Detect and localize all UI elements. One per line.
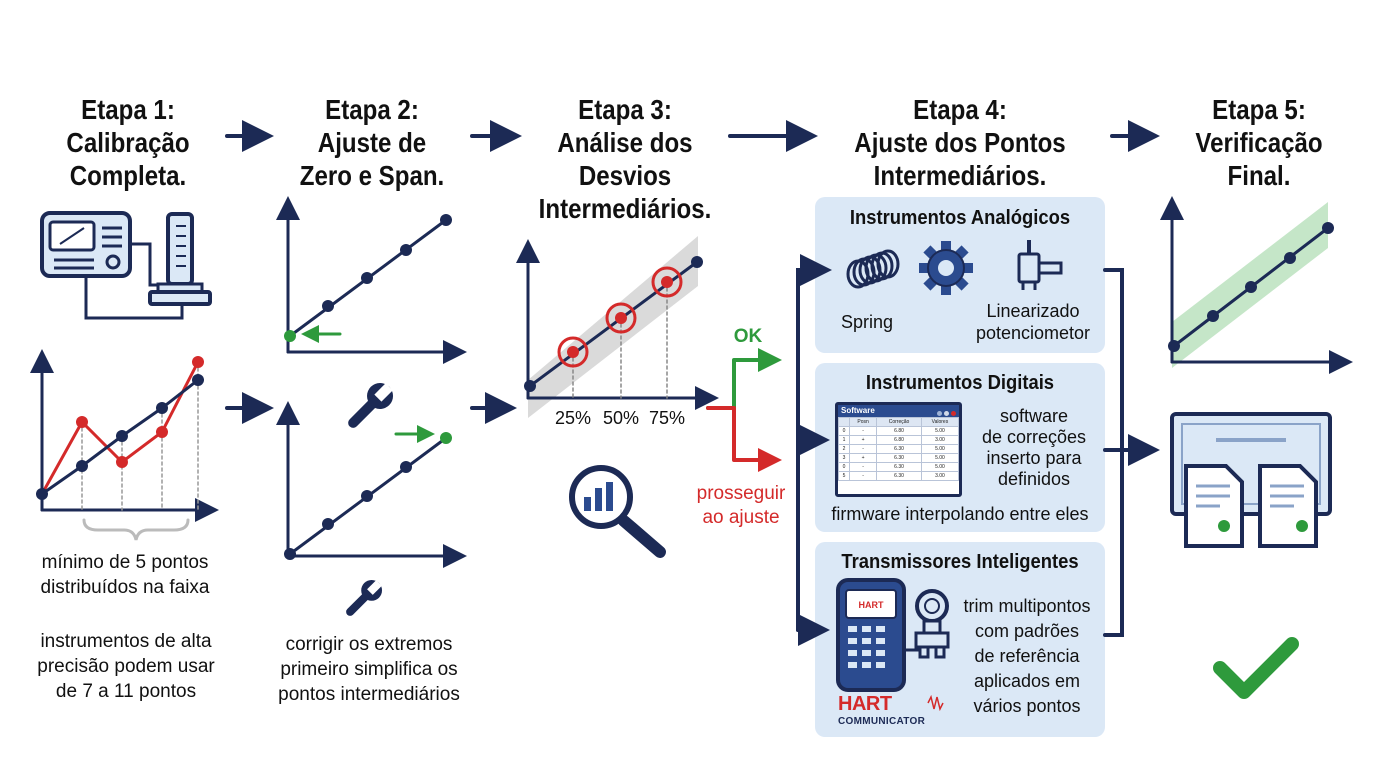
gear-icon: [919, 241, 973, 295]
ok-label: OK: [733, 326, 763, 347]
decision-branches: [706, 348, 782, 472]
stage-1-title: Etapa 1: Calibração Completa.: [66, 94, 190, 191]
certificate-icon: [1170, 412, 1332, 548]
brace: [82, 518, 190, 541]
stage-2-title: Etapa 2: Ajuste de Zero e Span.: [299, 94, 445, 191]
table-header: Posn: [848, 417, 878, 427]
stage-3-title: Etapa 3: Análise dos Desvios Intermediár…: [538, 94, 712, 224]
stage3-chart: [516, 236, 719, 418]
tolerance-band: [528, 236, 698, 418]
tick-label-50: 50%: [602, 408, 640, 428]
guide-lines: [81, 361, 199, 511]
stage-5-title: Etapa 5: Verificação Final.: [1195, 94, 1323, 191]
measured-line: [40, 360, 200, 496]
potentiometer-icon: [1017, 240, 1063, 290]
checkmark-icon: [1213, 637, 1299, 699]
digital-side-text: software de correções inserto para defin…: [981, 406, 1087, 489]
multimeter-icon: [40, 211, 132, 278]
proceed-label: prosseguir ao ajuste: [696, 483, 786, 528]
hart-communicator-icon: HART: [836, 578, 906, 692]
panel-smart-title: Transmissores Inteligentes: [841, 551, 1079, 573]
digital-bottom-text: firmware interpolando entre eles: [831, 504, 1089, 524]
software-window-title: Software: [841, 406, 875, 415]
hart-brand: HART: [838, 693, 892, 715]
pressure-calibrator-icon: [148, 212, 212, 306]
pressure-transmitter-icon: [914, 589, 950, 659]
ideal-points: [36, 374, 204, 500]
panel-connectors: [796, 254, 1160, 646]
stage-flow-arrows: [225, 120, 1160, 424]
stage-4-title: Etapa 4: Ajuste dos Pontos Intermediário…: [854, 94, 1066, 191]
stage1-chart: [30, 349, 219, 541]
svg-text:HART: HART: [859, 600, 884, 610]
potentiometer-label: Linearizado potenciometor: [975, 301, 1091, 343]
document-icon: [1258, 464, 1318, 548]
wrench-icon: [348, 382, 394, 428]
stage2-chart-top: [276, 196, 467, 364]
cable: [84, 276, 184, 320]
measured-points: [76, 356, 204, 468]
wrench-icon: [346, 579, 383, 616]
smart-side-text: trim multipontos com padrões de referênc…: [963, 596, 1091, 716]
table-header: Correção: [876, 417, 922, 427]
tick-label-75: 75%: [648, 408, 686, 428]
spring-icon: [846, 249, 900, 289]
panel-analog-title: Instrumentos Analógicos: [849, 207, 1071, 229]
table-header: [838, 417, 850, 427]
stage-1-note-precision: instrumentos de alta precisão podem usar…: [37, 631, 215, 702]
magnifier-chart-icon: [569, 465, 666, 558]
hart-wave: [927, 694, 944, 712]
hart-device-name: COMMUNICATOR: [838, 716, 926, 727]
stage5-chart: [1160, 196, 1353, 374]
spring-label: Spring: [840, 312, 894, 332]
tick-label-25: 25%: [554, 408, 592, 428]
cable: [130, 242, 166, 287]
software-window-titlebar: Software: [838, 405, 959, 417]
stage-2-note: corrigir os extremos primeiro simplifica…: [278, 634, 460, 705]
stage2-chart-bottom: [276, 401, 467, 568]
document-icon: [1184, 464, 1244, 548]
panel-digital-title: Instrumentos Digitais: [865, 372, 1055, 394]
stage-1-note-points: mínimo de 5 pontos distribuídos na faixa: [40, 552, 210, 598]
